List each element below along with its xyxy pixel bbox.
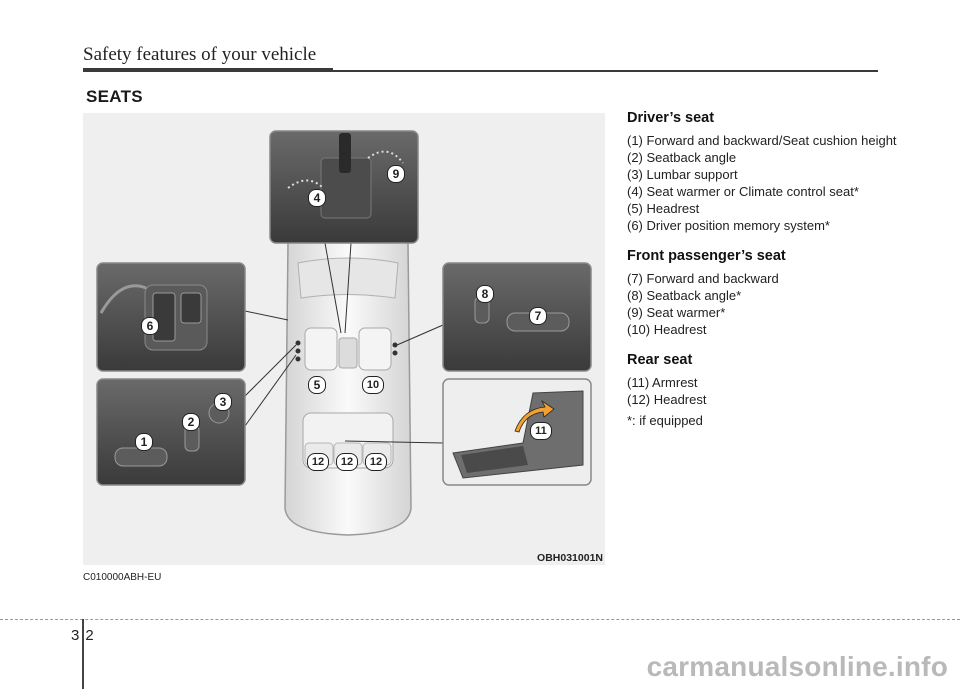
callout-2: 2 [182,413,200,431]
legend-title-passenger: Front passenger’s seat [627,248,786,264]
document-code: C010000ABH-EU [83,572,162,583]
figure-code: OBH031001N [537,552,603,564]
legend-item: (12) Headrest [627,392,707,407]
legend-item: (11) Armrest [627,375,698,390]
legend-item: (9) Seat warmer* [627,305,726,320]
legend-item: (6) Driver position memory system* [627,218,830,233]
header-rule-thick [83,68,333,72]
legend-item: (10) Headrest [627,322,707,337]
page-number: 32 [71,627,100,644]
page-dashed-rule [0,619,960,620]
footnote-if-equipped: *: if equipped [627,413,703,428]
legend-item: (3) Lumbar support [627,167,738,182]
callout-11: 11 [530,422,552,440]
legend-item: (4) Seat warmer or Climate control seat* [627,184,859,199]
passenger-seat-shape [358,327,392,371]
legend-group-rear: Rear seat (11) Armrest (12) Headrest *: … [627,352,927,429]
callout-8: 8 [476,285,494,303]
inset-center-console [269,130,419,244]
inset-rear-armrest [442,378,592,486]
legend-item: (1) Forward and backward/Seat cushion he… [627,133,897,148]
legend-item: (8) Seatback angle* [627,288,742,303]
header-rule-thin [333,70,878,72]
driver-seat-shape [304,327,338,371]
callout-12-center: 12 [336,453,358,471]
inset-driver-seat-switches [96,378,246,486]
seat-diagram-figure: 1 2 3 4 5 6 7 8 9 10 11 12 12 12 OBH0310… [83,113,605,565]
callout-12-right: 12 [365,453,387,471]
callout-12-left: 12 [307,453,329,471]
legend-item: (5) Headrest [627,201,700,216]
inset-door-memory [96,262,246,372]
callout-3: 3 [214,393,232,411]
legend-group-driver: Driver’s seat (1) Forward and backward/S… [627,110,927,234]
callout-9: 9 [387,165,405,183]
armrest-arrow-icon [514,399,555,433]
callout-1: 1 [135,433,153,451]
callout-4: 4 [308,189,326,207]
callout-6: 6 [141,317,159,335]
seat-legend: Driver’s seat (1) Forward and backward/S… [627,110,927,443]
callout-7: 7 [529,307,547,325]
watermark: carmanualsonline.info [646,651,948,682]
page-number-divider [82,619,84,689]
legend-item: (2) Seatback angle [627,150,737,165]
callout-10: 10 [362,376,384,394]
legend-group-passenger: Front passenger’s seat (7) Forward and b… [627,248,927,338]
legend-item: (7) Forward and backward [627,271,779,286]
section-title: SEATS [86,87,143,106]
legend-title-driver: Driver’s seat [627,110,715,126]
legend-title-rear: Rear seat [627,352,693,368]
running-header: Safety features of your vehicle [83,44,317,65]
callout-5: 5 [308,376,326,394]
